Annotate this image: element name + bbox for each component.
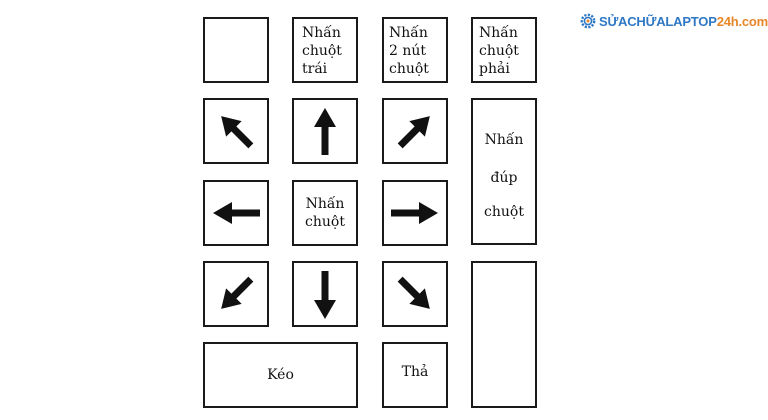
key-arrow-down-right (382, 261, 448, 327)
key-right-click-line-1: Nhấn (479, 25, 518, 41)
key-double-click-line-3: chuột (484, 204, 524, 220)
logo-text-accent: 24h.com (716, 13, 768, 29)
key-right-click: Nhấn chuột phải (471, 17, 537, 83)
key-double-click-line-1: Nhấn (484, 132, 524, 148)
key-click-line-2: chuột (305, 214, 345, 230)
key-blank-tall (471, 261, 537, 408)
key-click-line-1: Nhấn (305, 196, 345, 212)
key-both-click-line-2: 2 nút (389, 43, 427, 59)
key-left-click: Nhấn chuột trái (292, 17, 358, 83)
key-click: Nhấn chuột (292, 180, 358, 246)
arrow-left-icon (213, 202, 260, 224)
key-drag-label: Kéo (267, 367, 294, 383)
key-arrow-down-left (203, 261, 269, 327)
key-drop: Thả (382, 342, 448, 408)
key-left-click-line-1: Nhấn (302, 25, 341, 41)
key-double-click-line-2: đúp (490, 170, 518, 186)
logo-text-main: SỬACHỮALAPTOP (599, 13, 717, 29)
key-left-click-line-3: trái (302, 61, 328, 77)
arrow-up-right-icon (397, 116, 430, 149)
key-arrow-right (382, 180, 448, 246)
key-drop-label: Thả (401, 364, 429, 380)
arrow-down-icon (314, 271, 336, 319)
key-drag: Kéo (203, 342, 358, 408)
key-both-buttons-click: Nhấn 2 nút chuột (382, 17, 448, 83)
key-arrow-up (292, 98, 358, 164)
key-right-click-line-3: phải (479, 61, 510, 77)
arrow-down-right-icon (397, 276, 430, 309)
gear-icon (580, 13, 596, 29)
key-arrow-up-right (382, 98, 448, 164)
key-left-click-line-2: chuột (302, 43, 342, 59)
key-both-click-line-1: Nhấn (389, 25, 428, 41)
arrow-right-icon (391, 202, 438, 224)
key-arrow-down (292, 261, 358, 327)
key-both-click-line-3: chuột (389, 61, 429, 77)
arrow-up-icon (314, 108, 336, 155)
key-blank (203, 17, 269, 83)
key-arrow-up-left (203, 98, 269, 164)
arrow-down-left-icon (221, 276, 254, 309)
key-arrow-left (203, 180, 269, 246)
key-double-click: Nhấn đúp chuột (471, 98, 537, 245)
arrow-up-left-icon (221, 116, 254, 149)
key-right-click-line-2: chuột (479, 43, 519, 59)
